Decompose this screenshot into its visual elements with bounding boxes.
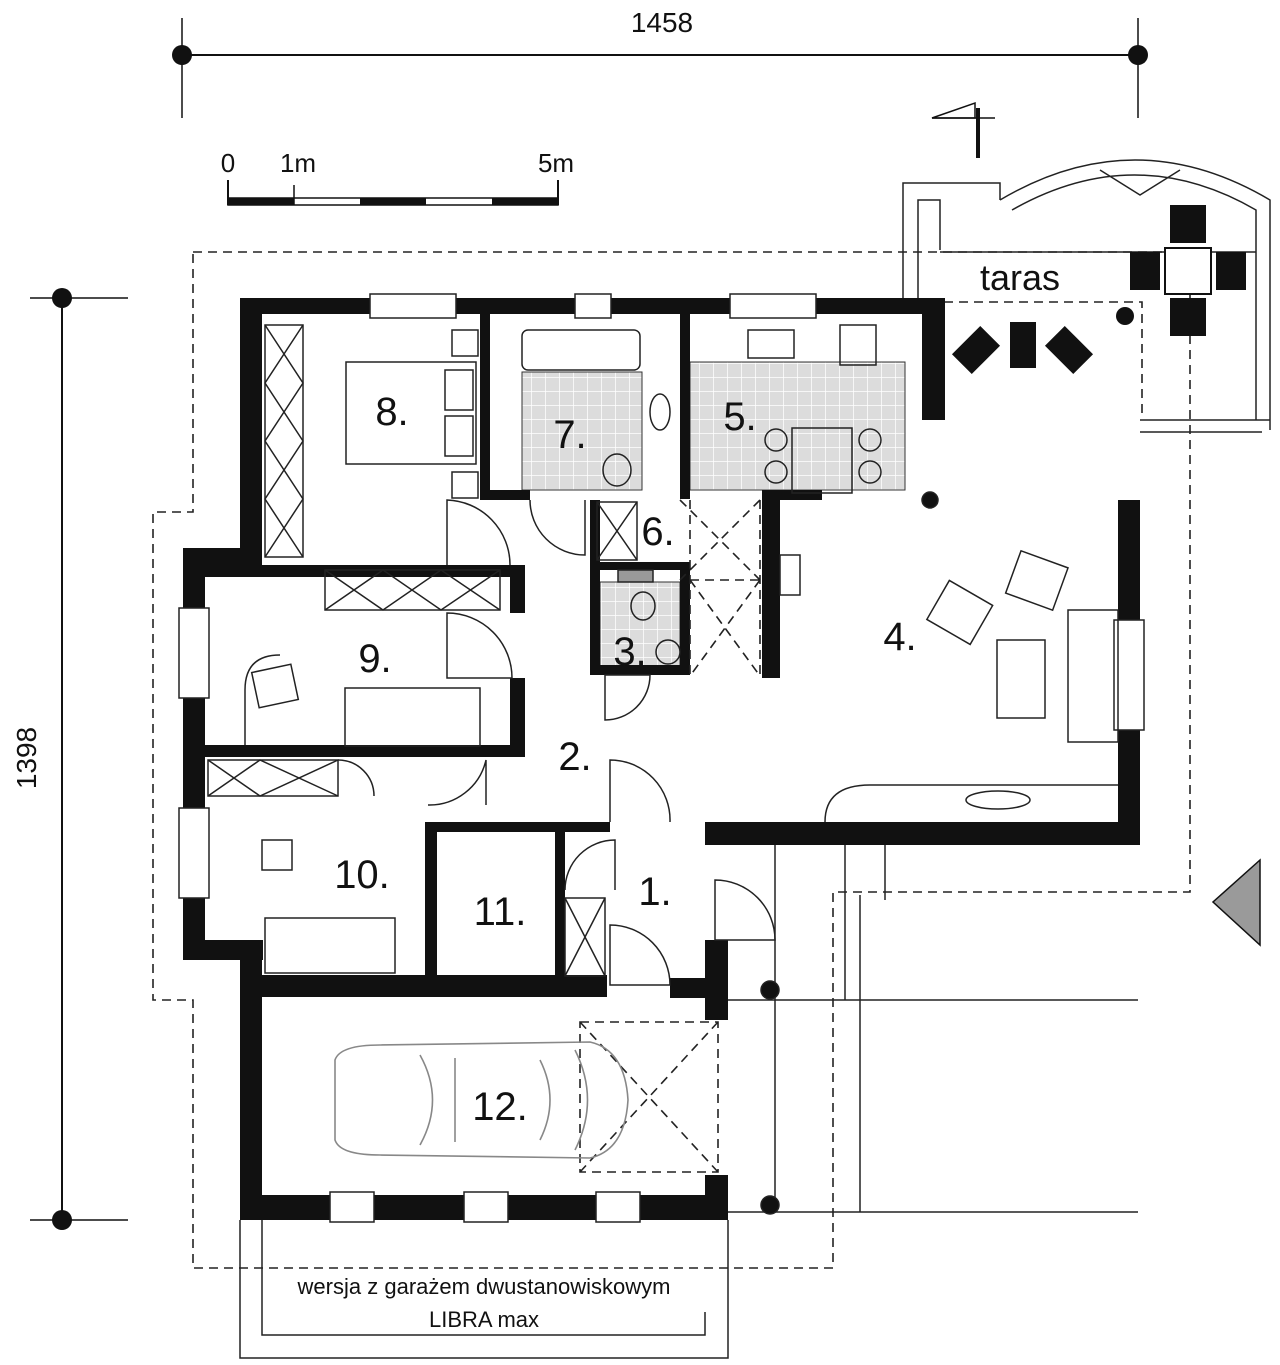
room-2-label: 2.: [558, 735, 591, 779]
room-12-label: 12.: [472, 1085, 528, 1129]
scale-5m: 5m: [538, 148, 574, 178]
bed-room10: [264, 917, 396, 974]
terrace-label: taras: [980, 257, 1060, 298]
entrance-marker-icon: [1211, 858, 1261, 947]
room-1-label: 1.: [638, 870, 671, 914]
car-icon: [334, 1041, 629, 1159]
terrace-loungers: [951, 322, 1094, 375]
driveway-lines: [728, 491, 1138, 1215]
scale-zero: 0: [221, 148, 235, 178]
room-9-label: 9.: [358, 637, 391, 681]
cooktop: [839, 324, 877, 366]
garage-note-line2: LIBRA max: [429, 1307, 539, 1332]
walls: [183, 298, 1140, 1220]
dining-table: [791, 427, 853, 494]
room-8-label: 8.: [375, 390, 408, 434]
wardrobes: [207, 324, 638, 977]
armchair: [1004, 549, 1069, 612]
scale-bar: 0 1m 5m: [221, 148, 574, 206]
bathtub: [521, 329, 641, 371]
north-arrow-icon: [931, 101, 995, 158]
height-dimension: 1398: [11, 288, 128, 1230]
room-3-label: 3.: [613, 630, 646, 674]
room-6-label: 6.: [641, 510, 674, 554]
garage-variant-note: wersja z garażem dwustanowiskowym LIBRA …: [239, 1220, 729, 1359]
room-11-label: 11.: [474, 890, 527, 934]
width-dimension: 1458: [172, 7, 1148, 118]
bed-room9: [344, 687, 481, 747]
terrace: taras: [902, 159, 1271, 433]
width-label: 1458: [631, 7, 693, 38]
room-7-label: 7.: [553, 413, 586, 457]
bathroom-floor: [521, 371, 643, 491]
garage-note-line1: wersja z garażem dwustanowiskowym: [297, 1274, 671, 1299]
furniture: [244, 324, 1119, 974]
windows: [178, 293, 1145, 1223]
kitchen-sink: [747, 329, 795, 359]
height-label: 1398: [11, 727, 42, 789]
scale-1m: 1m: [280, 148, 316, 178]
double-bed: [345, 361, 477, 465]
terrace-table-set: [1130, 205, 1246, 336]
kitchen-floor: [689, 361, 906, 491]
coffee-table: [996, 639, 1046, 719]
room-labels: 1. 2. 3. 4. 5. 6. 7. 8. 9. 10. 11. 12.: [334, 390, 916, 1129]
armchair: [925, 579, 994, 646]
doors: [337, 499, 776, 986]
sofa: [1067, 609, 1119, 743]
room-10-label: 10.: [334, 853, 390, 897]
room-4-label: 4.: [883, 615, 916, 659]
room-5-label: 5.: [723, 395, 756, 439]
